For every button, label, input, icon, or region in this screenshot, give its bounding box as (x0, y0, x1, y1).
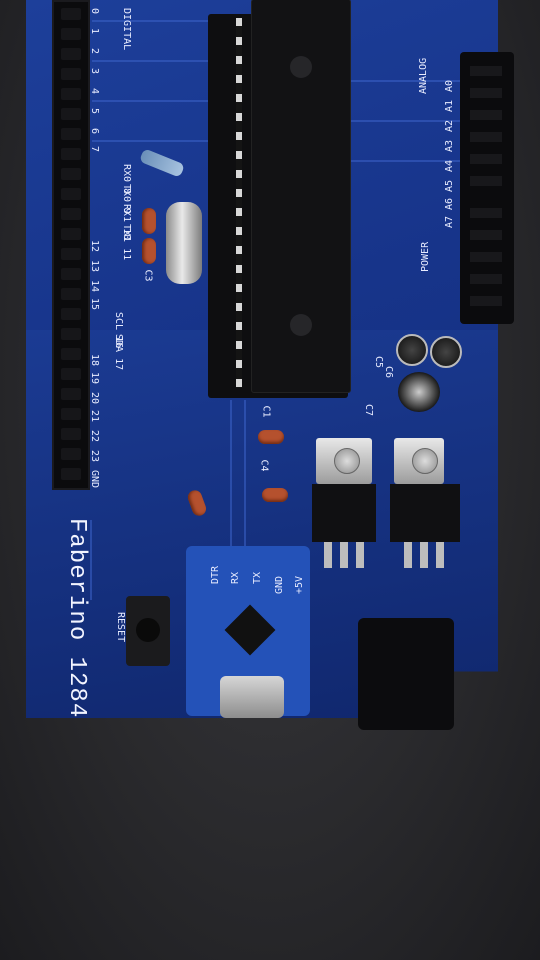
usb-pin-label: +5V (294, 575, 305, 594)
trace (92, 140, 212, 142)
trace (92, 20, 212, 22)
analog-pin-label: A6 (444, 197, 455, 210)
board-title: Faberino 1284 (63, 518, 90, 719)
usb-pin-label: GND (274, 575, 285, 594)
analog-pin-label: A1 (444, 99, 455, 112)
pin-label: 21 (89, 410, 100, 423)
cap-label: C1 (260, 405, 272, 418)
trace (350, 80, 460, 82)
pin-label: GND (89, 470, 100, 489)
pin-label: 23 (89, 450, 100, 463)
pin-label: 1 (89, 28, 100, 35)
trace (92, 100, 212, 102)
pin-label: 6 (89, 128, 100, 135)
pin-label: 12 (89, 240, 100, 253)
section-digital-label: DIGITAL (121, 8, 132, 51)
pin-label: 0 (89, 8, 100, 15)
trace (230, 400, 232, 550)
voltage-regulator (312, 438, 376, 568)
electrolytic-capacitor (430, 336, 462, 368)
ceramic-capacitor (142, 208, 156, 234)
usb-pin-label: DTR (210, 565, 221, 584)
cap-label: C6 (383, 366, 394, 379)
pin-label: 19 (89, 372, 100, 385)
trace (350, 120, 460, 122)
pin-label: 4 (89, 88, 100, 95)
atmega1284-chip (252, 0, 350, 392)
pin-label: 22 (89, 430, 100, 443)
crystal-oscillator (166, 202, 202, 284)
ceramic-capacitor (262, 488, 288, 502)
trace (92, 60, 212, 62)
analog-pin-label: A2 (444, 119, 455, 132)
pin-label: 7 (89, 146, 100, 153)
section-power-label: POWER (420, 241, 431, 272)
cap-label: C3 (142, 269, 154, 282)
usb-pin-label: TX (252, 571, 263, 584)
ic-pins-left (236, 18, 242, 388)
reset-button (126, 596, 170, 666)
pin-label: 3 (89, 68, 100, 75)
pin-label: 14 (89, 280, 100, 293)
reset-label: RESET (115, 612, 126, 643)
pin-label: 5 (89, 108, 100, 115)
analog-pin-label: A4 (444, 159, 455, 172)
pin-label: 18 (89, 354, 100, 367)
electrolytic-capacitor (398, 372, 440, 412)
pin-label: 13 (89, 260, 100, 273)
pin-label: 15 (89, 298, 100, 311)
trace (350, 160, 460, 162)
section-analog-label: ANALOG (418, 57, 429, 94)
analog-pin-label: A0 (444, 79, 455, 92)
analog-pin-label: A7 (444, 215, 455, 228)
ceramic-capacitor (142, 238, 156, 264)
pin-label: TX1 11 (121, 224, 132, 261)
voltage-regulator (390, 438, 460, 568)
analog-pin-label: A3 (444, 139, 455, 152)
pin-label: SDA 17 (113, 334, 124, 371)
analog-pin-label: A5 (444, 179, 455, 192)
cap-label: C4 (258, 459, 270, 472)
trace (244, 400, 246, 550)
pin-label: 2 (89, 48, 100, 55)
dc-power-jack (358, 618, 454, 730)
cap-label: C7 (363, 404, 374, 417)
pin-label: 20 (89, 392, 100, 405)
electrolytic-capacitor (396, 334, 428, 366)
analog-power-header (460, 52, 514, 324)
digital-pin-header (52, 0, 90, 490)
trace (90, 520, 92, 600)
micro-usb-port (220, 676, 284, 718)
usb-pin-label: RX (230, 571, 241, 584)
ceramic-capacitor (258, 430, 284, 444)
